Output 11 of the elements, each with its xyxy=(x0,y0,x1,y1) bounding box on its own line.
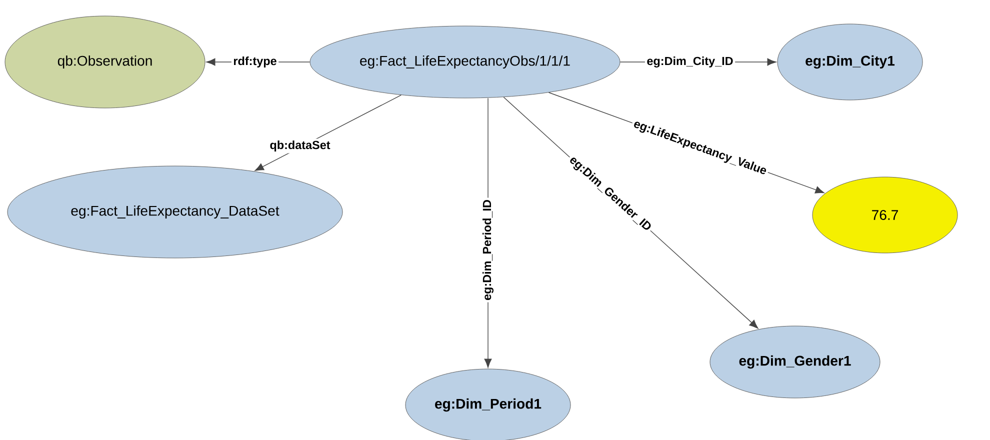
edge-label: eg:Dim_Period_ID xyxy=(480,198,496,302)
edge-label: qb:dataSet xyxy=(268,138,332,154)
ellipse-node: eg:Dim_Period1 xyxy=(405,368,571,440)
edge-label: eg:Dim_City_ID xyxy=(644,54,736,70)
ellipse-node: eg:Dim_City1 xyxy=(777,24,923,100)
ellipse-node: 76.7 xyxy=(812,176,958,254)
ellipse-node: eg:Fact_LifeExpectancy_DataSet xyxy=(7,166,343,258)
ellipse-node: eg:Dim_Gender1 xyxy=(710,326,880,398)
ellipse-node: qb:Observation xyxy=(4,16,206,108)
edge-label: rdf:type xyxy=(231,54,279,70)
ellipse-node: eg:Fact_LifeExpectancyObs/1/1/1 xyxy=(310,26,620,98)
